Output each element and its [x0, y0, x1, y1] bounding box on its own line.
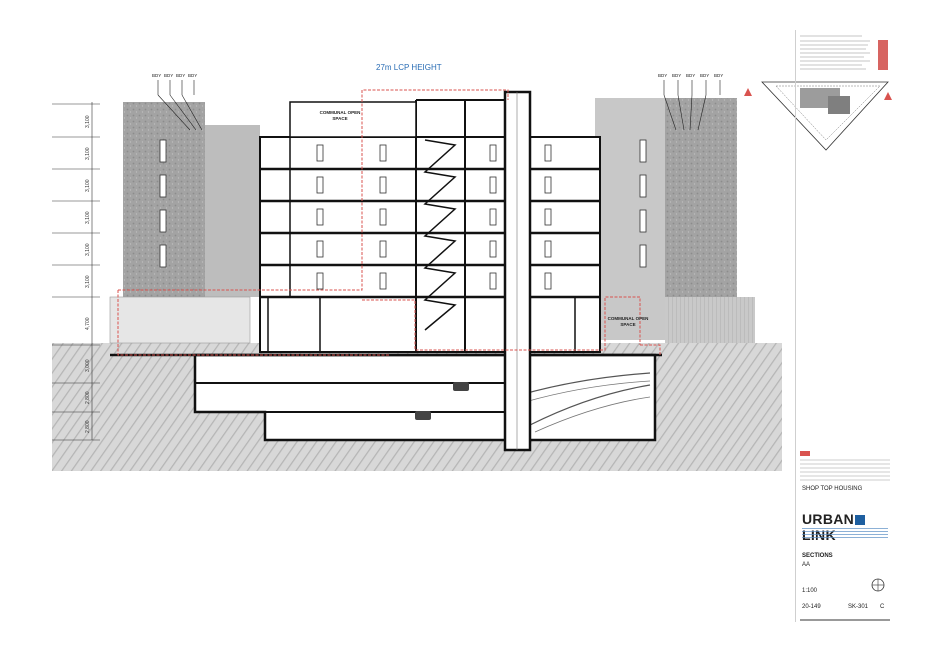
dim-label: 3,100	[85, 243, 91, 256]
drawing-title: SECTIONS	[802, 553, 833, 559]
right-bdy-labels: BDY BDY BDY BDY BDY	[658, 73, 723, 78]
boundary-leaders	[157, 80, 721, 131]
logo-left-text: URBAN	[802, 511, 855, 527]
level-dimensions: 3,100 3,100 3,100 3,100 3,100 3,100 4,70…	[85, 115, 91, 433]
stair-flights	[423, 139, 457, 331]
basement-cut	[193, 353, 657, 442]
rooftop-structure	[289, 101, 417, 138]
bdy-label: BDY	[700, 73, 709, 78]
bdy-label: BDY	[686, 73, 695, 78]
left-bdy-labels: BDY BDY BDY BDY	[152, 73, 197, 78]
bdy-label: BDY	[188, 73, 197, 78]
height-limit-label: 27m LCP HEIGHT	[376, 63, 442, 72]
scale-value: 1:100	[802, 588, 818, 594]
bdy-label: BDY	[714, 73, 723, 78]
left-podium	[109, 296, 251, 344]
left-tower-wing	[205, 125, 260, 297]
open-space-label: SPACE	[332, 116, 347, 121]
project-name: SHOP TOP HOUSING	[802, 486, 863, 492]
job-number: 20-149	[802, 604, 821, 610]
logo-square-icon	[855, 515, 866, 526]
communal-open-space-right: COMMUNAL OPEN SPACE	[608, 316, 649, 327]
dim-label: 3,100	[85, 147, 91, 160]
title-block: SHOP TOP HOUSING URBANLINK SECTIONS AA 1…	[795, 30, 896, 622]
dim-label: 2,800	[85, 391, 91, 404]
bdy-label: BDY	[658, 73, 667, 78]
open-space-label: SPACE	[620, 322, 635, 327]
main-section	[259, 99, 601, 353]
window-set	[159, 139, 647, 290]
open-space-label: COMMUNAL OPEN	[608, 316, 649, 321]
ramp-upper-2	[524, 380, 651, 403]
revision-red-mark	[800, 451, 810, 456]
title-block-notes	[800, 35, 870, 70]
ground-floor	[267, 297, 576, 352]
key-plan	[744, 81, 892, 151]
open-space-label: COMMUNAL OPEN	[320, 110, 361, 115]
bdy-label: BDY	[164, 73, 173, 78]
dim-label: 3,000	[85, 359, 91, 372]
communal-open-space-top: COMMUNAL OPEN SPACE	[320, 110, 361, 121]
bdy-label: BDY	[152, 73, 161, 78]
ramp-lower	[529, 384, 651, 426]
right-tower	[595, 98, 665, 340]
right-podium	[665, 297, 755, 343]
car-icon	[453, 382, 469, 391]
north-arrow	[871, 578, 885, 592]
ramp-upper	[519, 372, 651, 396]
revision-letter: C	[880, 604, 885, 610]
dim-label: 2,800	[85, 420, 91, 433]
lift-core	[503, 90, 532, 452]
bdy-label: BDY	[176, 73, 185, 78]
logo-contact-lines	[802, 528, 888, 540]
dim-label: 3,100	[85, 115, 91, 128]
drawing-number: SK-301	[848, 604, 869, 610]
bdy-label: BDY	[672, 73, 681, 78]
level-dimension-line	[52, 102, 100, 441]
ramp-lower-2	[534, 396, 651, 433]
dim-label: 3,100	[85, 275, 91, 288]
car-icon	[415, 411, 431, 420]
height-limit-outline	[117, 89, 661, 356]
dim-label: 4,700	[85, 317, 91, 330]
red-stamp	[878, 40, 888, 70]
left-tower	[123, 102, 205, 297]
drawing-subtitle: AA	[802, 562, 811, 568]
dim-label: 3,100	[85, 211, 91, 224]
revision-table	[800, 459, 890, 481]
dim-label: 3,100	[85, 179, 91, 192]
